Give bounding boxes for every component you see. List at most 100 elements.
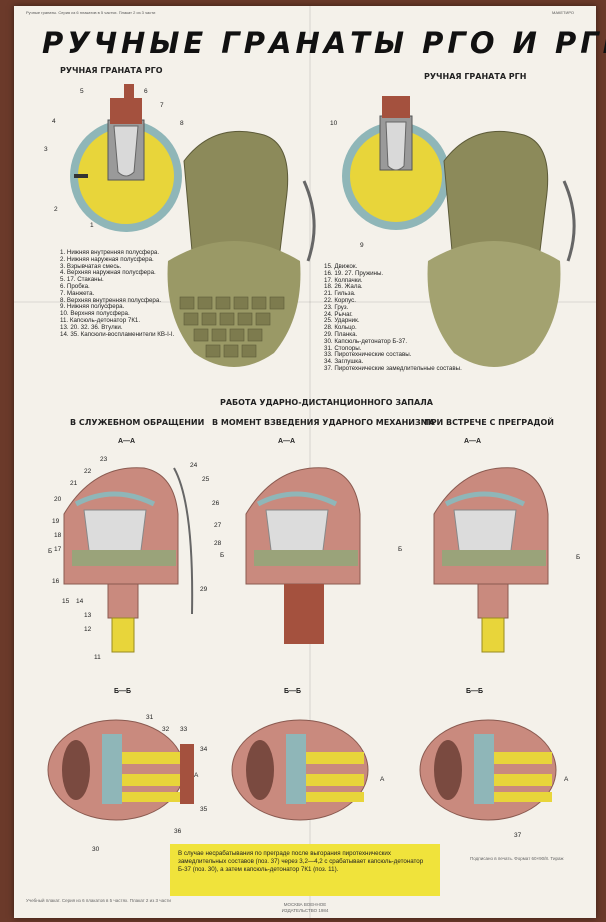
callout-20: 20 bbox=[54, 496, 62, 503]
callout-26: 26 bbox=[212, 500, 220, 507]
marker-a: А bbox=[564, 776, 569, 783]
marker-a: А bbox=[194, 772, 199, 779]
legend-item: 34. Заглушка. bbox=[324, 358, 364, 366]
callout-21: 21 bbox=[70, 480, 78, 487]
rgn-grenade-illustration bbox=[427, 130, 576, 367]
callout-30: 30 bbox=[92, 846, 100, 853]
section-bb-label: Б—Б bbox=[114, 688, 132, 695]
legend-item: 9. Нижняя полусфера. bbox=[60, 303, 125, 311]
section-aa-label: А—А bbox=[118, 438, 136, 445]
callout-23: 23 bbox=[100, 456, 108, 463]
fuse-bb-diagram-service bbox=[47, 719, 194, 821]
callout-12: 12 bbox=[84, 626, 92, 633]
page-title: РУЧНЫЕ ГРАНАТЫ РГО И РГН bbox=[42, 26, 606, 60]
rgo-grenade-illustration bbox=[167, 130, 316, 367]
legend-item: 31. Стопоры. bbox=[324, 344, 362, 352]
fuse-bb-diagram-impact bbox=[419, 719, 557, 821]
legend-item: 3. Взрывчатая смесь. bbox=[60, 262, 122, 270]
legend-item: 25. Ударник. bbox=[324, 317, 360, 325]
top-left-note: Ручные гранаты. Серия из 6 плакатов в 5 … bbox=[26, 10, 156, 15]
legend-item: 24. Рычаг. bbox=[324, 310, 353, 318]
poster-sheet: Ручные гранаты. Серия из 6 плакатов в 5 … bbox=[14, 6, 606, 918]
fuse-aa-diagram-impact bbox=[433, 467, 549, 653]
fuse-aa-diagram-arming bbox=[245, 467, 361, 644]
fold-line-vertical bbox=[309, 6, 311, 918]
legend-item: 4. Верхняя наружная полусфера. bbox=[60, 269, 156, 277]
callout-35: 35 bbox=[200, 806, 208, 813]
legend-item: 18. 26. Жала. bbox=[324, 283, 363, 291]
fold-line-horizontal bbox=[14, 301, 596, 303]
marker-b: Б bbox=[220, 552, 225, 559]
legend-item: 28. Кольцо. bbox=[324, 324, 357, 332]
rgo-cutaway-diagram bbox=[70, 84, 182, 232]
top-right-note: МАКЕТИРО bbox=[552, 10, 575, 15]
callout-22: 22 bbox=[84, 468, 92, 475]
legend-right: 15. Движок. 16. 19. 27. Пружины. 17. Кол… bbox=[324, 263, 462, 373]
legend-item: 10. Верхняя полусфера. bbox=[60, 310, 130, 318]
legend-item: 6. Пробка. bbox=[60, 282, 90, 290]
legend-left: 1. Нижняя внутренняя полусфера. 2. Нижня… bbox=[60, 249, 175, 338]
legend-item: 17. Колпачки. bbox=[324, 276, 363, 284]
legend-item: 14. 35. Капсюли-воспламенители КВ-I-I. bbox=[60, 330, 175, 338]
callout-11: 11 bbox=[94, 654, 101, 661]
callout-32: 32 bbox=[162, 726, 170, 733]
legend-item: 29. Планка. bbox=[324, 330, 358, 338]
marker-a: А bbox=[380, 776, 385, 783]
callout-27: 27 bbox=[214, 522, 222, 529]
legend-item: 11. Капсюль-детонатор 7К1. bbox=[60, 316, 141, 324]
callout-1: 1 bbox=[90, 222, 94, 229]
rgo-heading: РУЧНАЯ ГРАНАТА РГО bbox=[60, 66, 163, 75]
legend-item: 21. Гильза. bbox=[324, 290, 356, 298]
callout-19: 19 bbox=[52, 518, 60, 525]
callout-24: 24 bbox=[190, 462, 198, 469]
callout-17: 17 bbox=[54, 546, 62, 553]
legend-item: 30. Капсюль-детонатор Б-37. bbox=[324, 337, 408, 345]
callout-34: 34 bbox=[200, 746, 208, 753]
legend-item: 16. 19. 27. Пружины. bbox=[324, 269, 384, 277]
footer-right: Подписано в печать. Формат 60×90/8. Тира… bbox=[470, 856, 564, 861]
callout-29: 29 bbox=[200, 586, 208, 593]
fuse-bb-diagram-arming bbox=[231, 719, 369, 821]
callout-9: 9 bbox=[360, 242, 364, 249]
section-aa-label: А—А bbox=[464, 438, 482, 445]
callout-6: 6 bbox=[144, 88, 148, 95]
fuse-col3-heading: ПРИ ВСТРЕЧЕ С ПРЕГРАДОЙ bbox=[424, 418, 554, 427]
callout-15: 15 bbox=[62, 598, 70, 605]
callout-16: 16 bbox=[52, 578, 60, 585]
callout-31: 31 bbox=[146, 714, 154, 721]
marker-b: Б bbox=[48, 548, 53, 555]
legend-item: 22. Корпус. bbox=[324, 296, 356, 304]
legend-item: 5. 17. Стаканы. bbox=[60, 276, 104, 284]
callout-10: 10 bbox=[330, 120, 338, 127]
legend-item: 23. Груз. bbox=[324, 303, 349, 311]
marker-b: Б bbox=[576, 554, 581, 561]
section-aa-label: А—А bbox=[278, 438, 296, 445]
fuse-heading: РАБОТА УДАРНО-ДИСТАНЦИОННОГО ЗАПАЛА bbox=[220, 398, 433, 407]
callout-2: 2 bbox=[54, 206, 58, 213]
section-bb-label: Б—Б bbox=[284, 688, 302, 695]
callout-36: 36 bbox=[174, 828, 182, 835]
legend-item: 15. Движок. bbox=[324, 263, 358, 270]
callout-8: 8 bbox=[180, 120, 184, 127]
callout-33: 33 bbox=[180, 726, 188, 733]
callout-28: 28 bbox=[214, 540, 222, 547]
callout-3: 3 bbox=[44, 146, 48, 153]
fuse-col1-heading: В СЛУЖЕБНОМ ОБРАЩЕНИИ bbox=[70, 418, 205, 427]
legend-item: 8. Верхняя внутренняя полусфера. bbox=[60, 296, 162, 304]
section-bb-label: Б—Б bbox=[466, 688, 484, 695]
callout-25: 25 bbox=[202, 476, 210, 483]
rgn-cutaway-diagram bbox=[342, 96, 450, 230]
footer-left: Учебный плакат. Серия из 6 плакатов в 5 … bbox=[26, 898, 171, 903]
legend-item: 13. 20. 32. 36. Втулки. bbox=[60, 323, 123, 331]
yellow-note: В случае несрабатывания по преграде посл… bbox=[170, 844, 440, 896]
callout-14: 14 bbox=[76, 598, 84, 605]
legend-item: 2. Нижняя наружная полусфера. bbox=[60, 255, 154, 263]
callout-4: 4 bbox=[52, 118, 56, 125]
callout-7: 7 bbox=[160, 102, 164, 109]
rgn-heading: РУЧНАЯ ГРАНАТА РГН bbox=[424, 72, 527, 81]
callout-18: 18 bbox=[54, 532, 62, 539]
legend-item: 33. Пиротехнические составы. bbox=[324, 351, 412, 359]
callout-13: 13 bbox=[84, 612, 92, 619]
footer-center: МОСКВА ВОЕННОЕ ИЗДАТЕЛЬСТВО 1984 bbox=[281, 902, 329, 913]
marker-b: Б bbox=[398, 546, 403, 553]
